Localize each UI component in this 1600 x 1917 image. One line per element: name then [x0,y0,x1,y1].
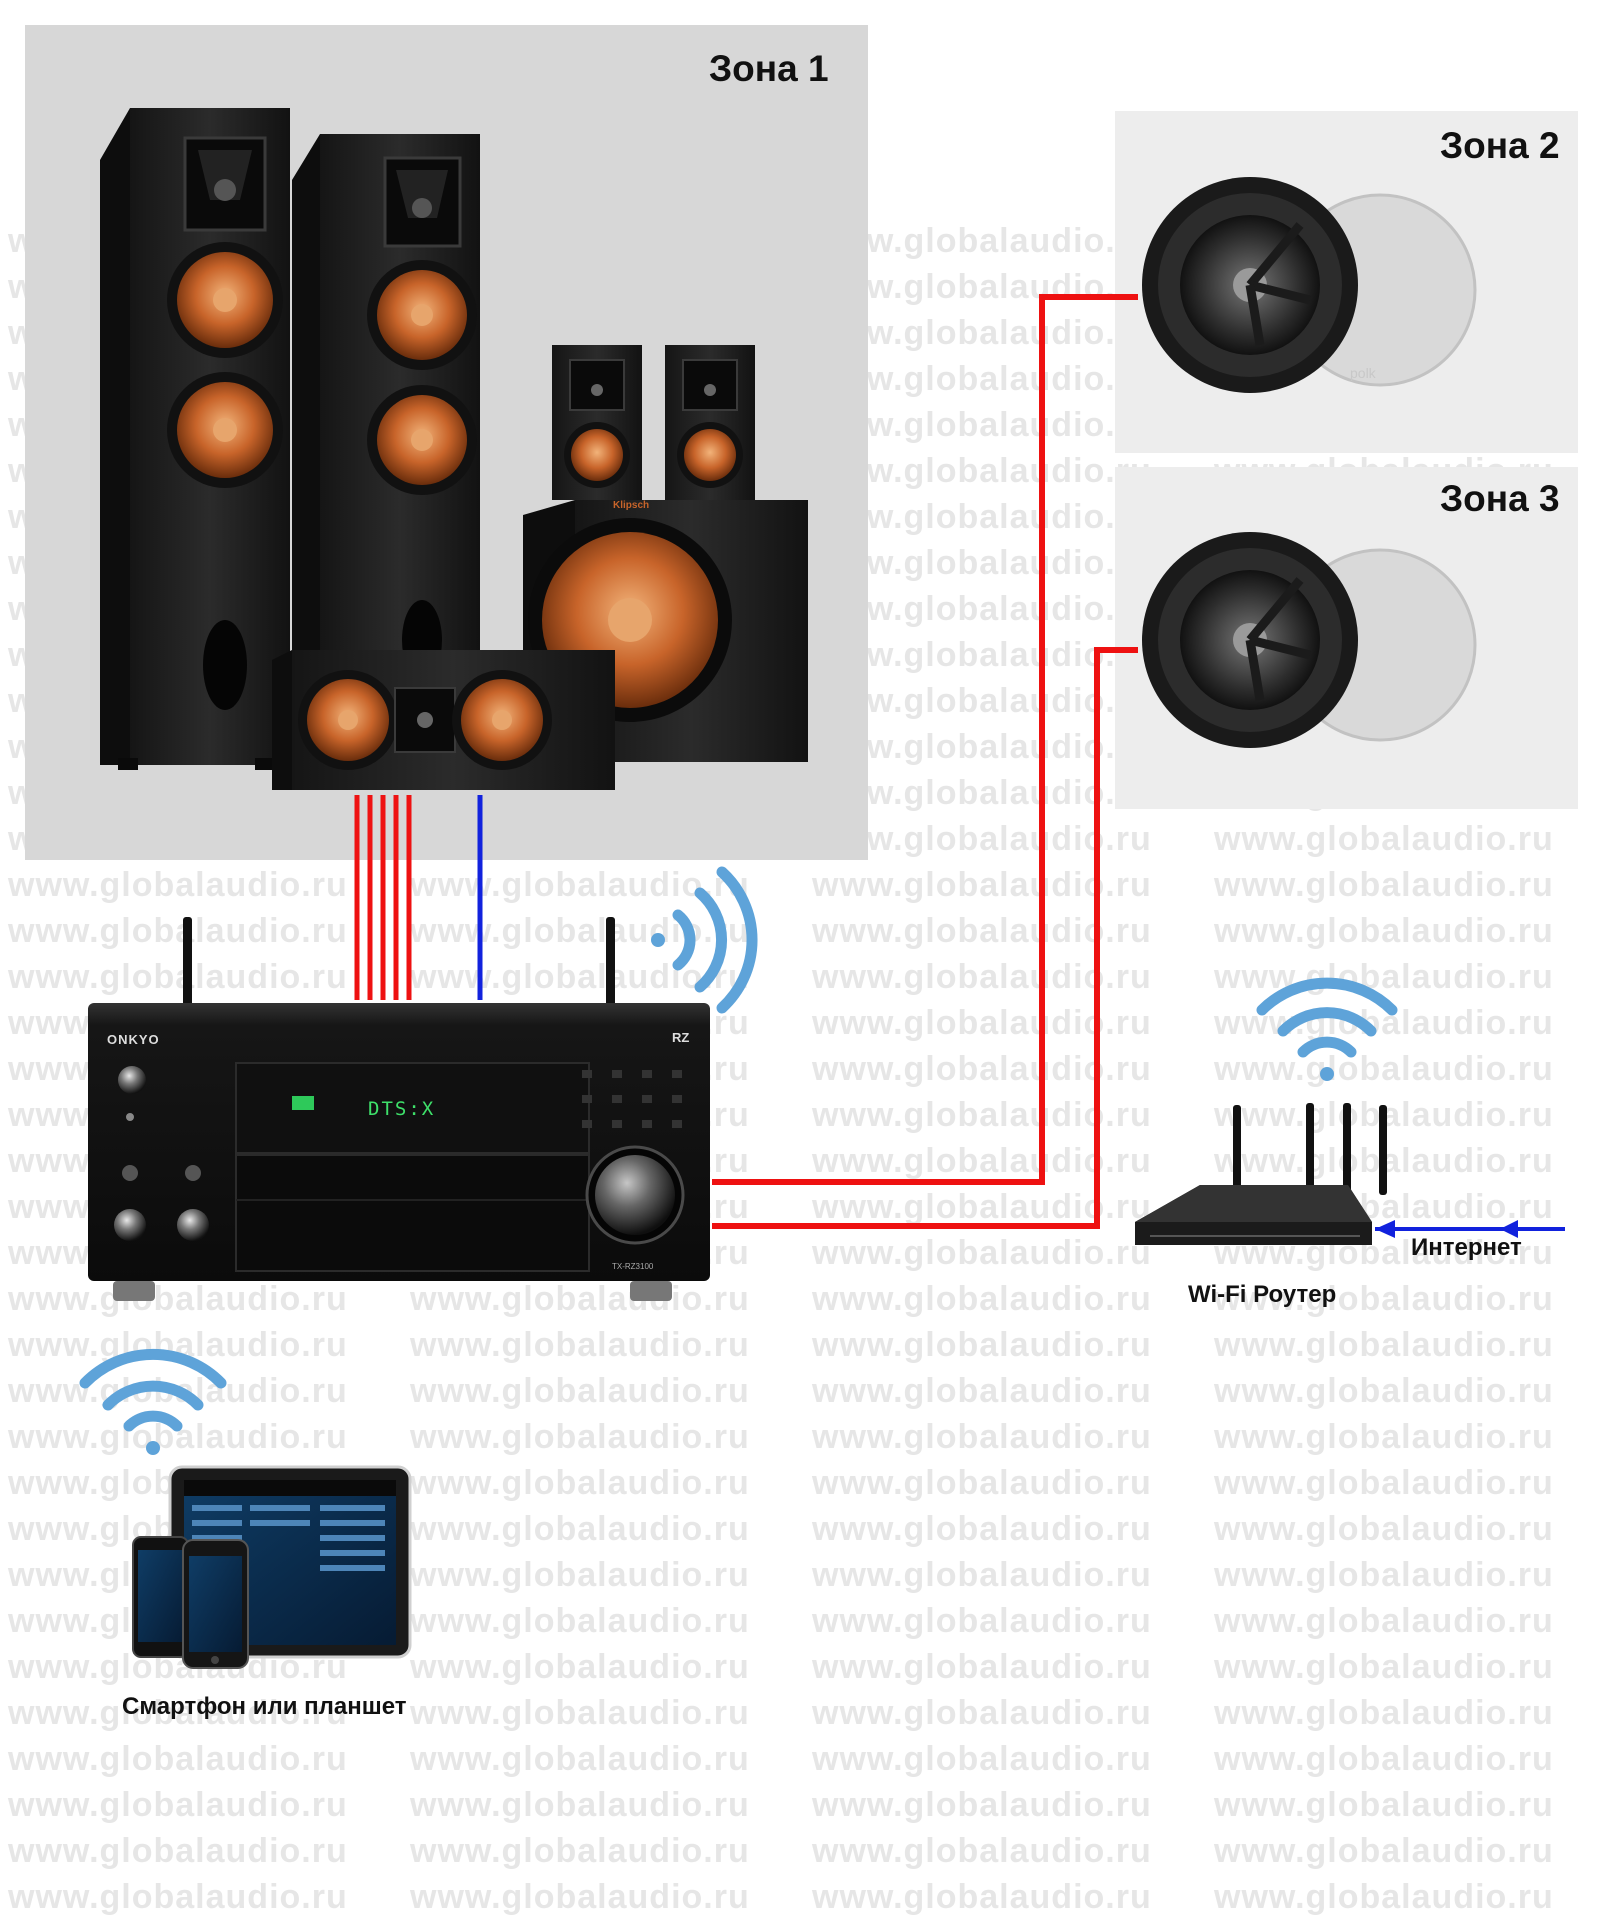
receiver-badge: RZ [672,1030,690,1045]
bookshelf-speaker-left-icon [552,345,642,500]
watermark-text: www.globalaudio.ru [1214,1786,1554,1824]
watermark-text: www.globalaudio.ru [1214,1832,1554,1870]
device-label: Смартфон или планшет [122,1693,407,1720]
watermark-text: www.globalaudio.ru [8,1740,348,1778]
zone-2-title: Зона 2 [1440,125,1560,166]
watermark-text: www.globalaudio.ru [8,1878,348,1916]
watermark-text: www.globalaudio.ru [410,1786,750,1824]
internet-label: Интернет [1411,1234,1522,1261]
ceiling-speaker-zone2-icon [1142,177,1477,393]
receiver-wifi-icon [651,866,758,1014]
bookshelf-speaker-right-icon [665,345,755,500]
device-wifi-icon [79,1348,227,1455]
center-speaker-icon [272,650,615,790]
speaker-wires-zone1 [354,795,412,1000]
router-wifi-icon [1256,977,1398,1081]
watermark-text: www.globalaudio.ru [410,1878,750,1916]
receiver-model: TX-RZ3100 [612,1262,654,1271]
smartphone-android-icon [132,1536,189,1658]
watermark-text: www.globalaudio.ru [1214,1740,1554,1778]
receiver-display: DTS:X [368,1098,436,1120]
diagram-artwork [79,108,1565,1669]
router-icon [1135,1103,1387,1245]
zone2-wire [712,294,1138,1185]
watermark-text: www.globalaudio.ru [812,1832,1152,1870]
watermark-text: www.globalaudio.ru [410,1832,750,1870]
watermark-row: www.globalaudio.ru www.globalaudio.ru www.… [8,1740,1600,1779]
watermark-text: www.globalaudio.ru [812,1740,1152,1778]
zone-1-title: Зона 1 [709,48,829,89]
smartphone-iphone-icon [182,1539,249,1669]
router-label: Wi-Fi Роутер [1188,1281,1337,1308]
watermark-text: www.globalaudio.ru [8,1832,348,1870]
watermark-text: www.globalaudio.ru [410,1740,750,1778]
zone-3-title: Зона 3 [1440,478,1560,519]
watermark-row: www.globalaudio.ru www.globalaudio.ru www.… [8,1786,1600,1825]
floor-speaker-left-icon [100,108,290,770]
receiver-brand-label: ONKYO [107,1032,160,1047]
watermark-text: www.globalaudio.ru [1214,1878,1554,1916]
watermark-text: www.globalaudio.ru [812,1878,1152,1916]
speaker-brand-label: Klipsch [613,500,650,511]
zone3-wire [712,647,1138,1229]
internet-arrow-icon [1375,1220,1565,1238]
watermark-text: www.globalaudio.ru [812,1786,1152,1824]
ceiling-speaker-zone3-icon [1142,532,1477,748]
receiver-icon [88,917,710,1301]
watermark-row: www.globalaudio.ru www.globalaudio.ru www.… [8,1878,1600,1917]
ceiling-brand-label: polk [1350,365,1376,381]
watermark-text: www.globalaudio.ru [8,1786,348,1824]
watermark-row: www.globalaudio.ru www.globalaudio.ru www.… [8,1832,1600,1871]
